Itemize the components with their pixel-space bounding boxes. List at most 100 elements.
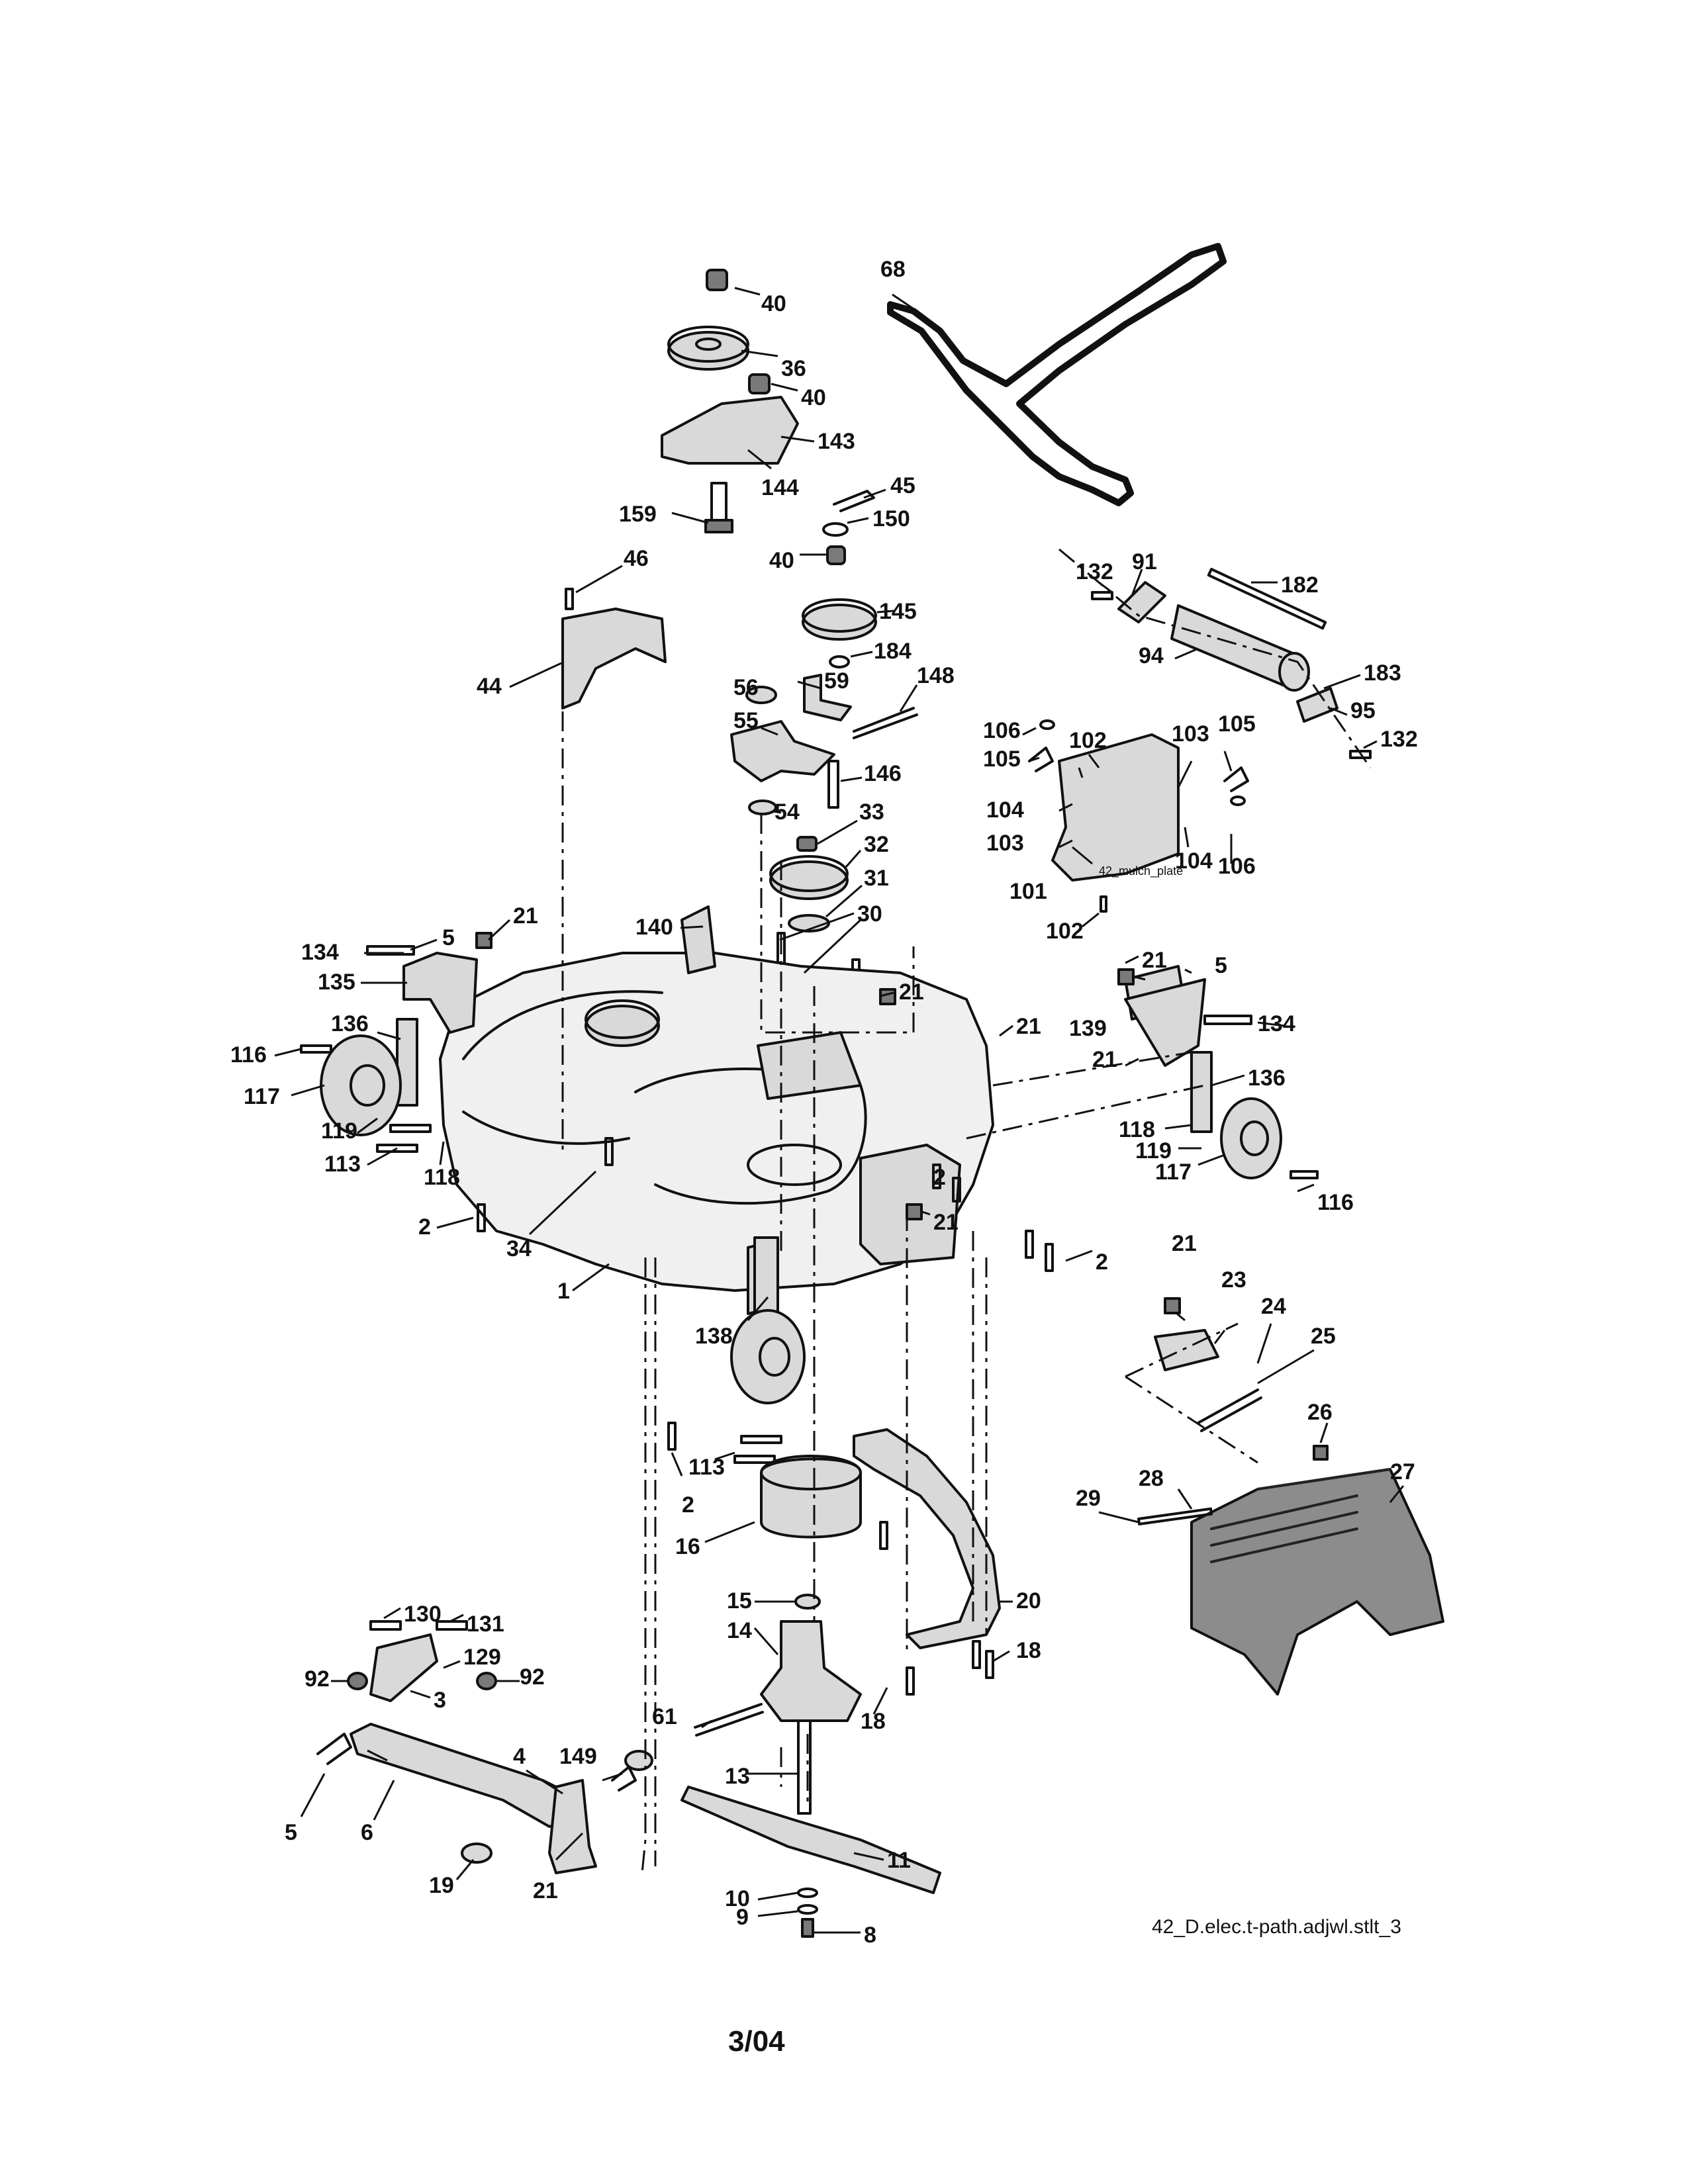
left-gauge-wheel-assembly <box>300 932 492 1232</box>
callout-131: 131 <box>467 1612 504 1637</box>
callout-2-right: 2 <box>1096 1250 1108 1275</box>
bolt-131 <box>436 1620 468 1631</box>
deck-bracket-140 <box>680 905 716 974</box>
callout-102-bottom: 102 <box>1046 919 1084 944</box>
blade-11 <box>680 1786 941 1894</box>
callout-25: 25 <box>1311 1324 1336 1349</box>
callout-56: 56 <box>733 675 759 700</box>
callout-30: 30 <box>857 901 882 927</box>
bolt-134-right <box>1203 1015 1252 1025</box>
callout-136-left: 136 <box>331 1011 369 1036</box>
callout-9: 9 <box>736 1905 749 1930</box>
callout-92-left: 92 <box>305 1666 330 1692</box>
washer-9 <box>797 1904 818 1915</box>
screws-2-right <box>932 1163 1054 1272</box>
callout-19: 19 <box>429 1873 454 1898</box>
leader-lines <box>274 287 1405 1934</box>
bolt-146 <box>827 760 839 809</box>
callout-104-left: 104 <box>986 797 1024 823</box>
callout-6: 6 <box>361 1820 373 1845</box>
callout-145: 145 <box>879 599 917 624</box>
bolt-113a <box>376 1144 418 1153</box>
wheel-117-right <box>1220 1097 1282 1179</box>
spindle-housing-14 <box>760 1620 862 1722</box>
nut-92-left <box>347 1672 368 1690</box>
callout-27: 27 <box>1390 1459 1415 1484</box>
callout-105-right: 105 <box>1218 711 1256 737</box>
callout-138: 138 <box>695 1324 733 1349</box>
callout-32: 32 <box>864 832 889 857</box>
bolt-116-left <box>300 1044 332 1054</box>
nut-40-top <box>706 269 728 291</box>
callout-130: 130 <box>404 1602 442 1627</box>
mulch-plate-assembly: 42_mulch_plate <box>1028 719 1249 913</box>
callout-40b: 40 <box>801 385 826 410</box>
spring-61 <box>694 1703 764 1737</box>
callout-5-lower: 5 <box>285 1820 297 1845</box>
callout-29: 29 <box>1076 1486 1101 1511</box>
callout-2-left: 2 <box>418 1214 431 1240</box>
lift-linkage-assembly <box>316 1620 764 1874</box>
blade-spindle-assembly <box>680 1455 941 1938</box>
bolt-134-left <box>366 945 415 956</box>
callout-21-c: 21 <box>1016 1014 1041 1039</box>
callout-labels: 68 40 36 40 143 144 159 45 150 40 46 145… <box>230 257 1418 1948</box>
callout-182: 182 <box>1281 572 1319 598</box>
callout-2-front: 2 <box>682 1492 694 1518</box>
callout-129: 129 <box>463 1645 501 1670</box>
chute-27 <box>1190 1468 1444 1696</box>
bracket-4 <box>548 1779 597 1874</box>
nut-26 <box>1313 1445 1329 1461</box>
callout-140: 140 <box>635 915 673 940</box>
callout-44: 44 <box>477 674 502 699</box>
bracket-95 <box>1296 687 1338 723</box>
drawing-filename: 42_D.elec.t-path.adjwl.stlt_3 <box>1152 1916 1401 1938</box>
spring-25 <box>1197 1388 1262 1432</box>
washer-150 <box>822 522 849 537</box>
nut-21-chute <box>1164 1297 1181 1314</box>
callout-2-mid: 2 <box>933 1165 946 1190</box>
mulch-plate-101 <box>1051 733 1180 882</box>
bracket-91 <box>1117 581 1166 623</box>
callout-101: 101 <box>1009 879 1047 904</box>
callout-136-right: 136 <box>1248 1066 1286 1091</box>
nut-21-mid <box>879 988 896 1005</box>
screw-18a <box>879 1521 888 1550</box>
belt-guard-44 <box>561 588 667 709</box>
callout-10: 10 <box>725 1886 750 1911</box>
callout-119-right: 119 <box>1135 1138 1172 1163</box>
callout-18-right: 18 <box>1016 1638 1041 1663</box>
callout-11: 11 <box>887 1848 911 1873</box>
callout-117-left: 117 <box>244 1084 280 1109</box>
mulch-plate-label: 42_mulch_plate <box>1099 864 1183 878</box>
callout-184: 184 <box>874 639 912 664</box>
baffle-20 <box>853 1428 1001 1696</box>
nut-33 <box>796 836 818 852</box>
callout-26: 26 <box>1307 1400 1333 1425</box>
callout-113-left: 113 <box>324 1152 361 1177</box>
callout-92-right: 92 <box>520 1664 545 1690</box>
hairpin-5 <box>316 1733 352 1765</box>
spring-105-left <box>1028 747 1054 772</box>
spacer-16 <box>760 1457 862 1539</box>
callout-8: 8 <box>864 1923 876 1948</box>
bushing-184 <box>829 655 850 668</box>
callout-31: 31 <box>864 866 889 891</box>
nut-40-c <box>826 545 846 565</box>
screw-18c <box>972 1640 981 1669</box>
knob-19 <box>461 1843 492 1864</box>
callout-116-left: 116 <box>230 1042 267 1068</box>
screw-2-left <box>477 1203 486 1232</box>
callout-36: 36 <box>781 356 806 381</box>
callout-18-left: 18 <box>861 1709 886 1734</box>
callout-135: 135 <box>318 970 355 995</box>
callout-183: 183 <box>1364 660 1401 686</box>
mower-deck-1 <box>439 905 1186 1315</box>
callout-13: 13 <box>725 1764 750 1789</box>
nut-40-b <box>748 373 771 394</box>
nut-21-a <box>475 932 492 949</box>
callout-15: 15 <box>727 1588 752 1614</box>
callout-21-f: 21 <box>933 1210 959 1235</box>
page-number: 3/04 <box>728 2025 785 2058</box>
callout-3: 3 <box>434 1688 446 1713</box>
